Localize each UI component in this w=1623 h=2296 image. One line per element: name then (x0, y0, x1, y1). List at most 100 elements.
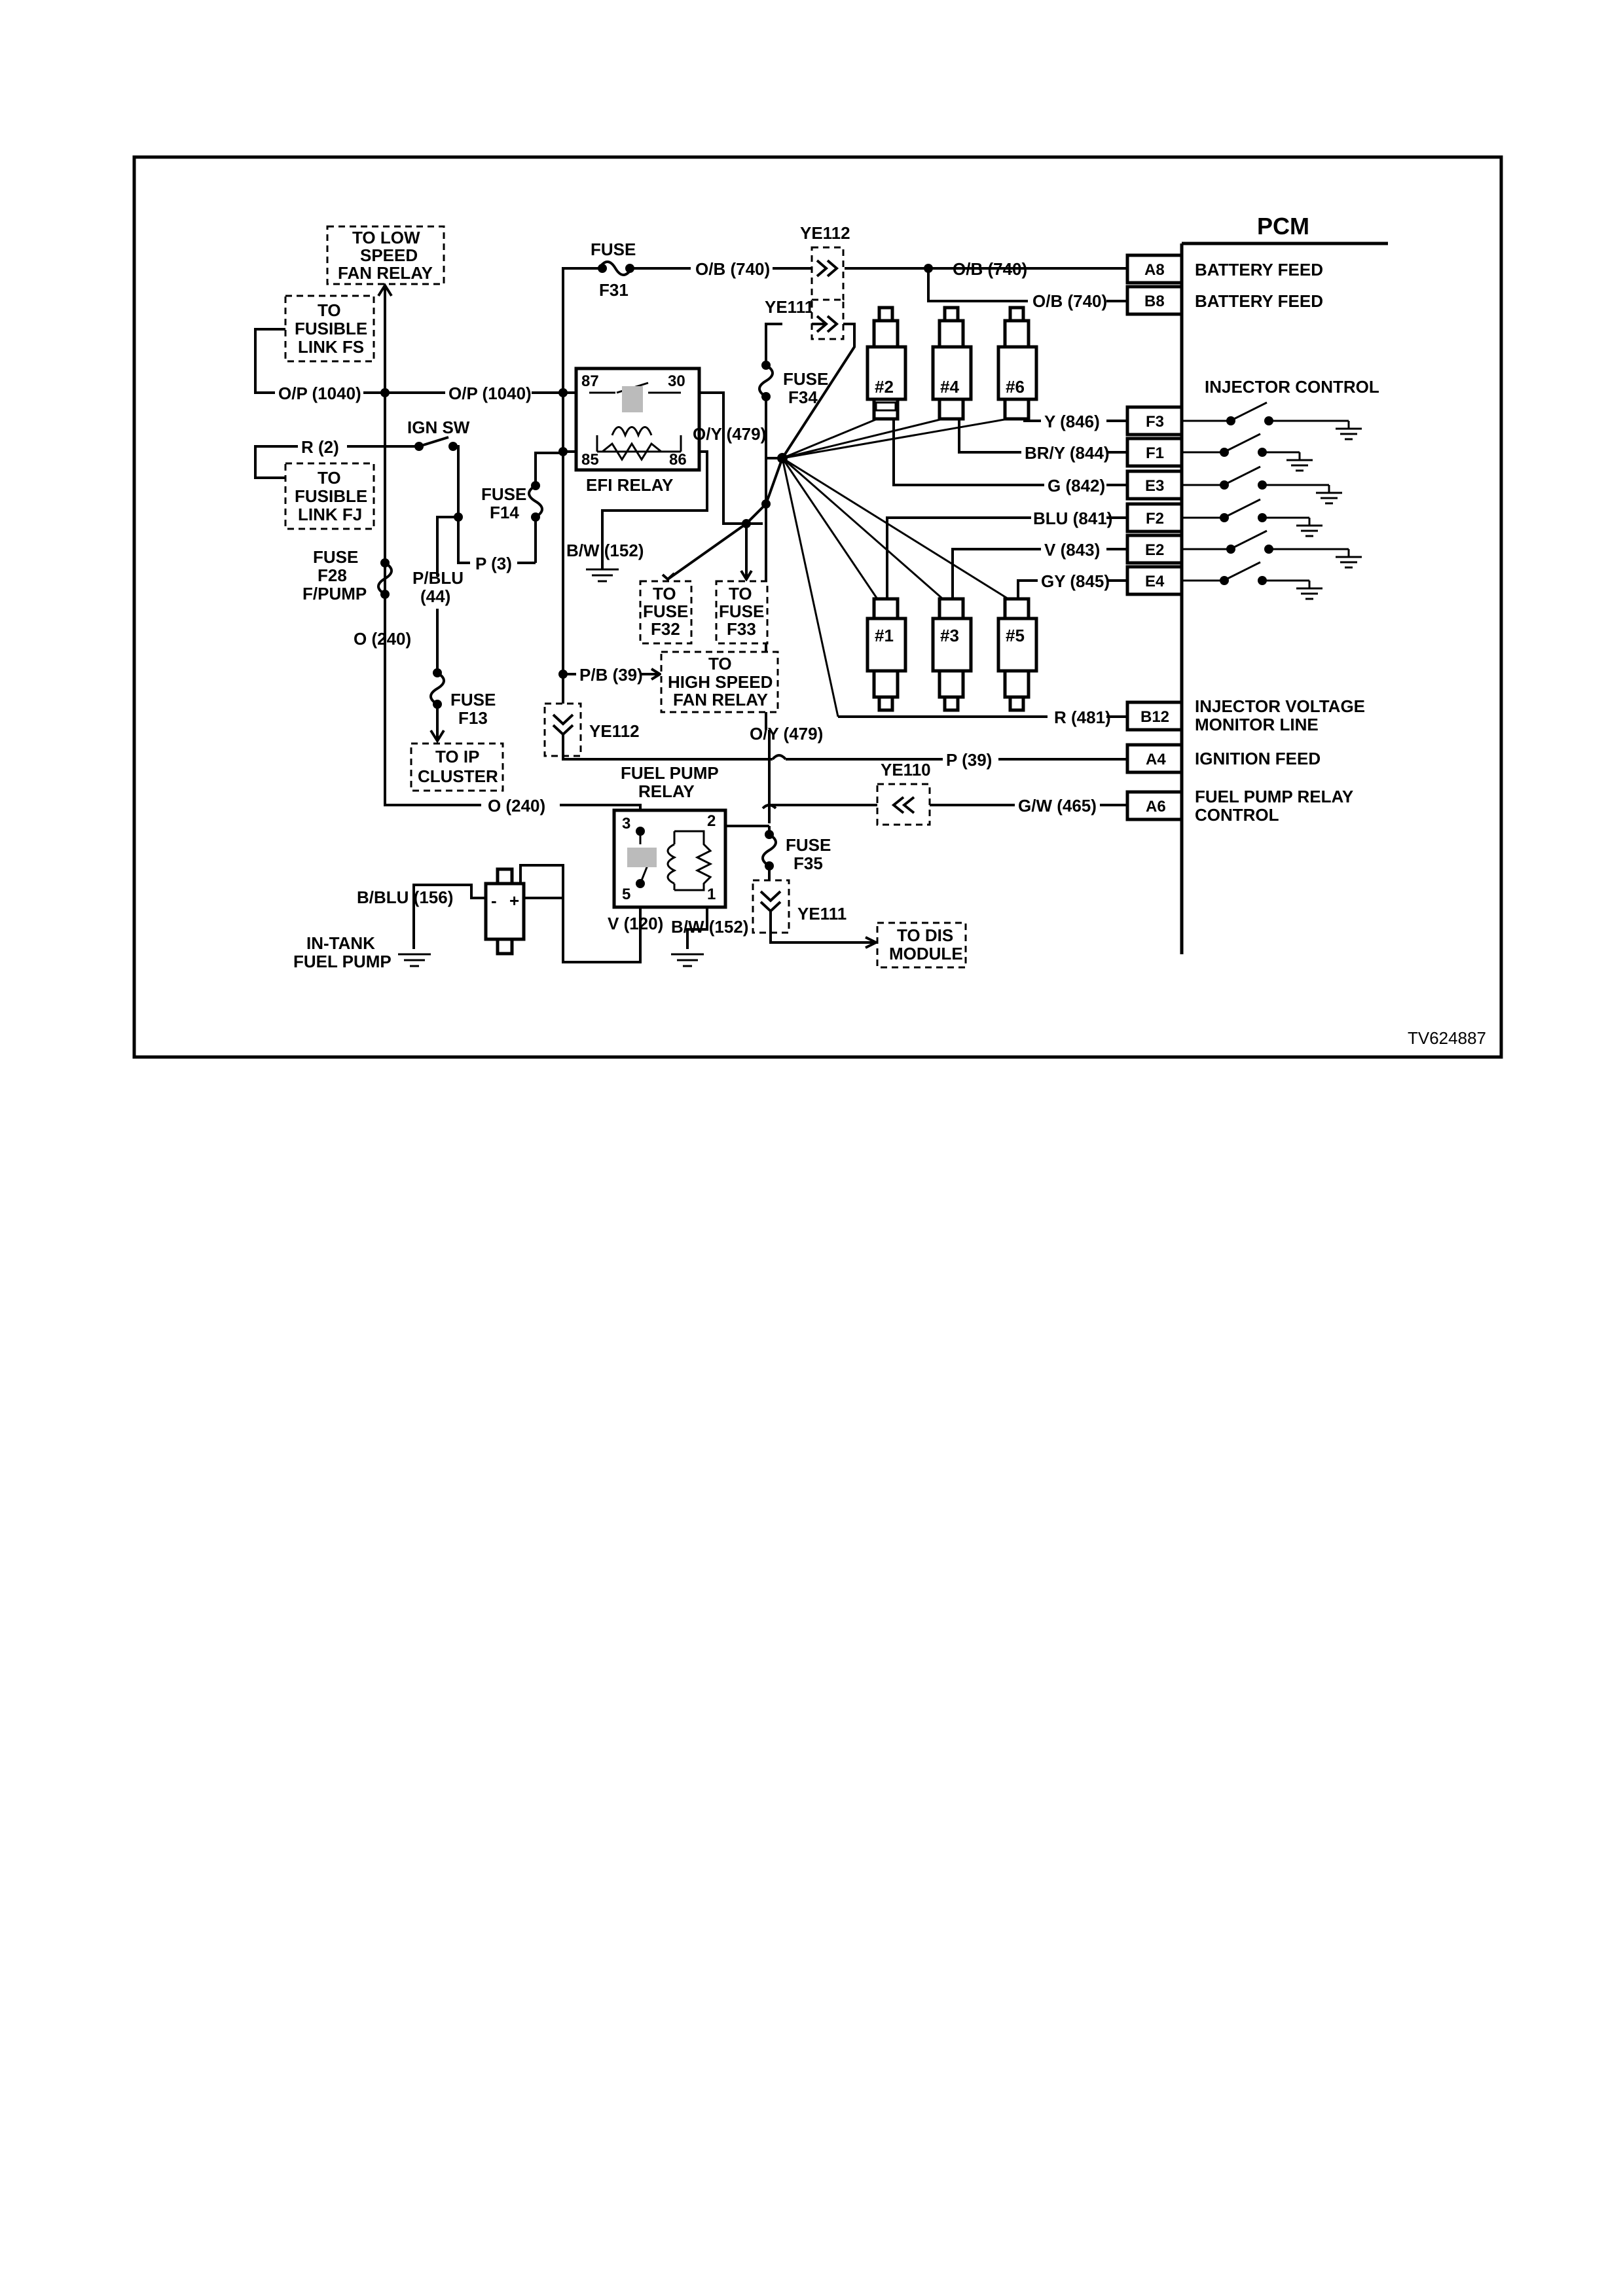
fuse-f35-id: F35 (793, 853, 823, 873)
svg-text:RELAY: RELAY (638, 781, 695, 801)
left-feed-circuit: TO LOW SPEED FAN RELAY TO FUSIBLE LINK F… (254, 225, 642, 821)
injector-3: #3 (931, 597, 973, 712)
svg-text:LINK FJ: LINK FJ (298, 505, 362, 524)
fuse-f13-id: F13 (458, 708, 488, 728)
dest-fuse-f33: TO FUSE F33 (715, 580, 769, 645)
pcm-injector-drivers (1182, 401, 1362, 600)
svg-text:-: - (491, 891, 497, 910)
svg-text:A8: A8 (1144, 261, 1165, 279)
svg-text:87: 87 (581, 372, 599, 390)
fuse-f28-name: F/PUMP (302, 584, 367, 603)
diagram-frame (132, 155, 1503, 1059)
svg-text:F33: F33 (727, 619, 756, 639)
wire-ob740-a: O/B (740) (695, 259, 770, 279)
svg-text:#5: #5 (1006, 626, 1025, 645)
svg-text:+: + (509, 891, 519, 910)
connector-ye112-top: YE112 (800, 223, 850, 302)
fuse-f13-label: FUSE (450, 690, 496, 709)
fuel-pump-relay: FUEL PUMP RELAY 3 2 5 1 (612, 763, 727, 909)
wire-op1040-a: O/P (1040) (278, 384, 361, 403)
wire-gy845: GY (845) (1041, 571, 1110, 591)
dest-fusible-link-fj: TO FUSIBLE LINK FJ (284, 462, 375, 530)
svg-text:A6: A6 (1146, 798, 1166, 816)
svg-text:TO: TO (729, 584, 752, 603)
pcm-title: PCM (1257, 213, 1309, 240)
ground-efi (586, 568, 619, 583)
svg-text:F3: F3 (1146, 413, 1164, 431)
wire-p39: P (39) (946, 750, 992, 770)
wire-oy479-a: O/Y (479) (693, 424, 766, 444)
svg-text:B12: B12 (1140, 708, 1169, 726)
svg-text:E3: E3 (1145, 477, 1164, 495)
svg-text:3: 3 (622, 815, 630, 833)
svg-text:HIGH SPEED: HIGH SPEED (668, 672, 773, 692)
pcm-pin-f3: F3 (1125, 405, 1184, 437)
injector-control-label: INJECTOR CONTROL (1205, 377, 1379, 397)
wire-v843: V (843) (1044, 540, 1100, 560)
svg-text:BATTERY FEED: BATTERY FEED (1195, 260, 1323, 279)
svg-text:85: 85 (581, 451, 599, 469)
svg-text:#2: #2 (875, 377, 894, 397)
svg-text:#6: #6 (1006, 377, 1025, 397)
svg-text:BATTERY FEED: BATTERY FEED (1195, 291, 1323, 311)
svg-text:TO: TO (708, 654, 732, 673)
svg-text:B8: B8 (1144, 293, 1165, 310)
svg-text:FAN RELAY: FAN RELAY (673, 690, 768, 709)
f35-circuit: FUSE F35 YE111 TO DIS MODULE (752, 826, 967, 969)
wire-pblu-a: P/BLU (412, 568, 464, 588)
f34-circuit: FUSE F34 TO FUSE F32 TO FUSE F33 O/Y (47… (639, 323, 828, 744)
svg-text:2: 2 (707, 812, 716, 830)
wire-r481: R (481) (1054, 708, 1111, 727)
svg-text:CONTROL: CONTROL (1195, 805, 1279, 825)
svg-text:IGNITION FEED: IGNITION FEED (1195, 749, 1321, 768)
svg-text:#1: #1 (875, 626, 894, 645)
connector-ye112-bottom: YE112 (543, 702, 640, 757)
ignition-feed-circuit: P/B (39) TO HIGH SPEED FAN RELAY YE112 P… (543, 393, 1127, 770)
fuse-f28-label: FUSE (313, 547, 358, 567)
pcm-pin-f2: F2 (1125, 502, 1184, 533)
wire-pblu-b: (44) (420, 586, 450, 606)
svg-text:YE110: YE110 (881, 760, 931, 780)
svg-text:LINK FS: LINK FS (298, 337, 364, 357)
fuse-f14-label: FUSE (481, 484, 526, 504)
svg-text:30: 30 (668, 372, 685, 390)
pcm-pin-a6: A6 FUEL PUMP RELAY CONTROL (1125, 787, 1353, 825)
wire-gw465: G/W (465) (1018, 796, 1097, 816)
fuse-f31-id: F31 (599, 280, 629, 300)
wire-oy479-b: O/Y (479) (750, 724, 823, 744)
injector-6: #6 (996, 306, 1038, 421)
svg-text:FUSE: FUSE (643, 601, 688, 621)
figure-id: TV624887 (1408, 1028, 1486, 1048)
pcm-module: PCM A8 BATTERY FEED B8 BATTERY FEED INJE… (1125, 213, 1388, 954)
svg-text:E4: E4 (1145, 573, 1165, 590)
dest-fusible-link-fs: TO FUSIBLE LINK FS (284, 295, 375, 363)
svg-text:F32: F32 (651, 619, 680, 639)
injector-4: #4 (931, 306, 973, 421)
fuse-f28-id: F28 (318, 565, 347, 585)
wire-r2: R (2) (301, 437, 339, 457)
svg-text:F1: F1 (1146, 444, 1164, 462)
dest-fuse-f32: TO FUSE F32 (639, 580, 693, 645)
fuse-f31-label: FUSE (591, 240, 636, 259)
pcm-pin-b12: B12 INJECTOR VOLTAGE MONITOR LINE (1125, 696, 1365, 734)
svg-text:FUEL PUMP: FUEL PUMP (621, 763, 719, 783)
svg-text:FUSIBLE: FUSIBLE (295, 319, 367, 338)
dest-high-speed-fan-relay: TO HIGH SPEED FAN RELAY (660, 651, 779, 713)
dest-ip-cluster: TO IP CLUSTER (410, 742, 504, 792)
svg-text:TO DIS: TO DIS (897, 925, 953, 945)
svg-text:FUEL PUMP: FUEL PUMP (293, 952, 392, 971)
svg-text:INJECTOR VOLTAGE: INJECTOR VOLTAGE (1195, 696, 1365, 716)
wire-ob740-b: O/B (740) (953, 259, 1027, 279)
svg-text:IN-TANK: IN-TANK (306, 933, 375, 953)
injector-2: #2 (866, 306, 907, 421)
svg-text:1: 1 (707, 886, 716, 903)
pcm-pin-f1: F1 (1125, 437, 1184, 468)
connector-ye111-bottom: YE111 (752, 879, 847, 934)
svg-text:A4: A4 (1146, 751, 1166, 768)
wire-bblu156: B/BLU (156) (357, 888, 453, 907)
svg-text:5: 5 (622, 886, 630, 903)
dest-low-speed-fan-relay: TO LOW SPEED FAN RELAY (326, 225, 445, 285)
wire-bry844: BR/Y (844) (1025, 443, 1110, 463)
wire-p3: P (3) (475, 554, 512, 573)
